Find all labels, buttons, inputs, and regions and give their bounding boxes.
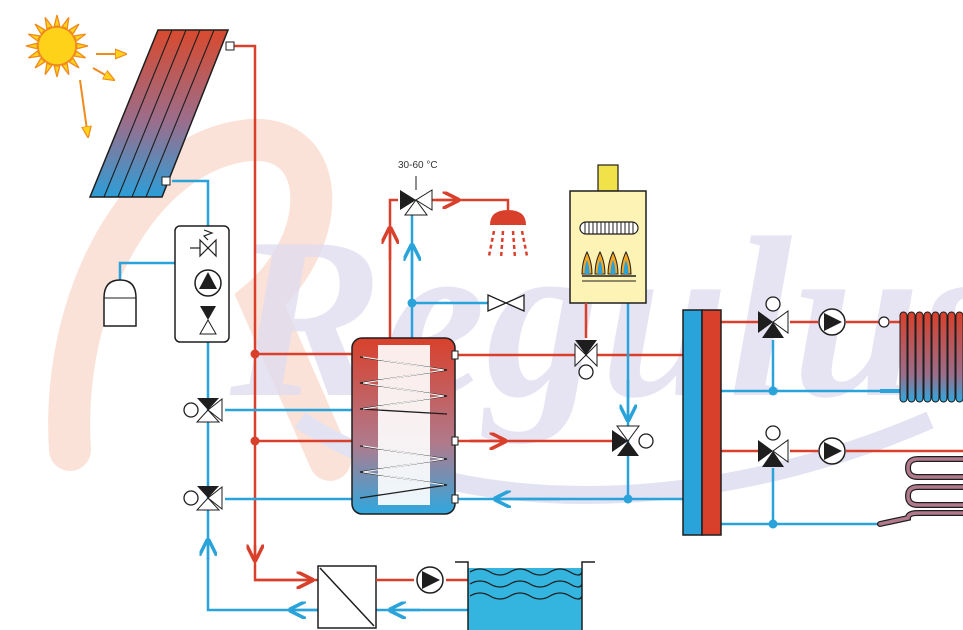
- flame-icon: [581, 250, 632, 275]
- hot-pipes: [233, 44, 963, 580]
- pump-icon: [194, 269, 222, 297]
- expansion-vessel: [103, 279, 137, 327]
- check-valve-icon: [199, 306, 217, 335]
- plate-heat-exchanger: [317, 565, 377, 629]
- cold-pipes: [118, 179, 880, 610]
- mixing-valve-icon: [400, 189, 433, 216]
- heat-exchanger-coil-icon: [579, 221, 639, 235]
- radiator: [878, 311, 963, 403]
- three-way-valve-icon: [758, 425, 789, 467]
- three-way-valve-icon: [183, 397, 223, 423]
- floor-heating-coil: [877, 456, 963, 527]
- pump-icon: [818, 437, 846, 465]
- three-way-valve-icon: [574, 340, 598, 380]
- heating-coil-upper: [359, 356, 448, 415]
- solar-collector: [88, 29, 235, 198]
- three-way-valve-icon: [183, 485, 223, 511]
- shower-icon: [487, 210, 529, 259]
- ball-valve-icon: [487, 293, 525, 313]
- gas-boiler: [569, 164, 647, 304]
- sun-icon: [25, 14, 126, 137]
- pump-icon: [416, 566, 444, 594]
- safety-valve-icon: [190, 229, 217, 258]
- temperature-label: 30-60 °C: [398, 160, 438, 171]
- three-way-valve-icon: [758, 296, 789, 338]
- pump-group: [174, 225, 230, 343]
- swimming-pool: [455, 561, 595, 630]
- pipe-junctions: [250, 298, 778, 529]
- three-way-valve-icon: [612, 425, 654, 456]
- pump-icon: [818, 308, 846, 336]
- storage-tank: [351, 337, 459, 515]
- hydraulic-separator: [682, 309, 722, 536]
- heating-coil-lower: [359, 445, 448, 499]
